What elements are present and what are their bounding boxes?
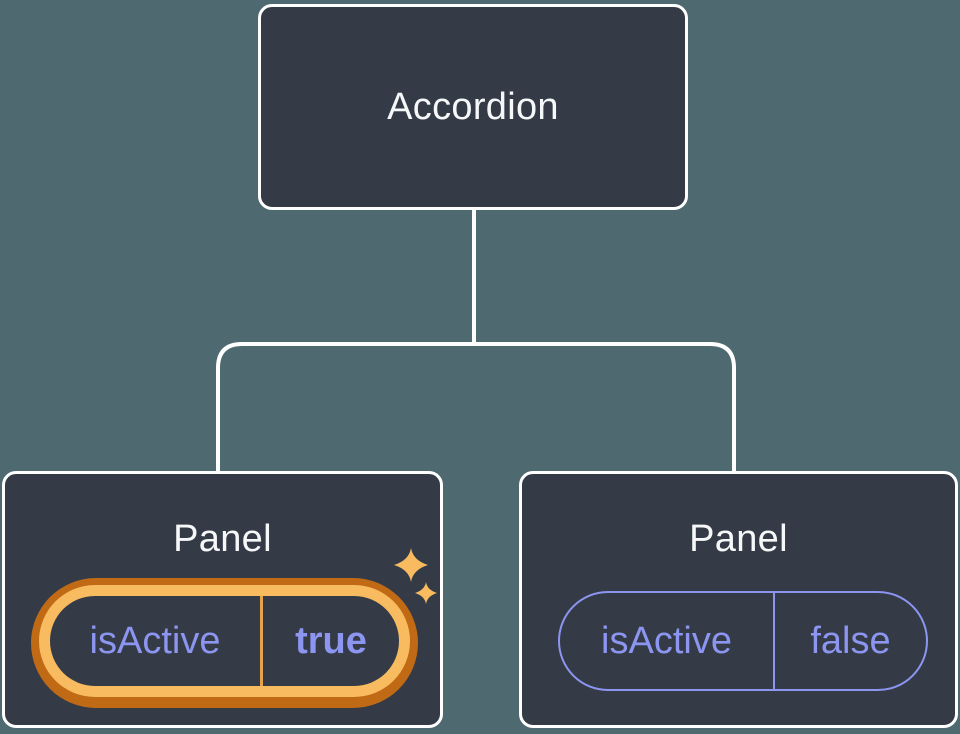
pill-divider bbox=[260, 596, 263, 686]
sparkle-large-icon bbox=[394, 548, 428, 582]
node-panel-inactive: Panel isActive false bbox=[519, 471, 958, 728]
connector-bracket bbox=[216, 342, 736, 473]
state-value: false bbox=[810, 619, 891, 662]
state-pill-highlight-ring: isActive true bbox=[39, 585, 410, 697]
state-value: true bbox=[295, 619, 367, 662]
state-name: isActive bbox=[601, 619, 732, 662]
state-pill-isactive-true: isActive true bbox=[31, 578, 418, 708]
state-name: isActive bbox=[89, 619, 221, 662]
pill-divider bbox=[773, 593, 775, 689]
panel-label: Panel bbox=[173, 518, 272, 560]
sparkle-small-icon bbox=[415, 582, 437, 604]
accordion-label: Accordion bbox=[387, 85, 559, 128]
node-panel-active: Panel isActive true bbox=[2, 471, 443, 728]
state-pill-isactive-false: isActive false bbox=[558, 591, 928, 691]
state-pill-body: isActive true bbox=[50, 596, 399, 686]
panel-label: Panel bbox=[689, 518, 788, 560]
node-accordion: Accordion bbox=[258, 4, 688, 210]
